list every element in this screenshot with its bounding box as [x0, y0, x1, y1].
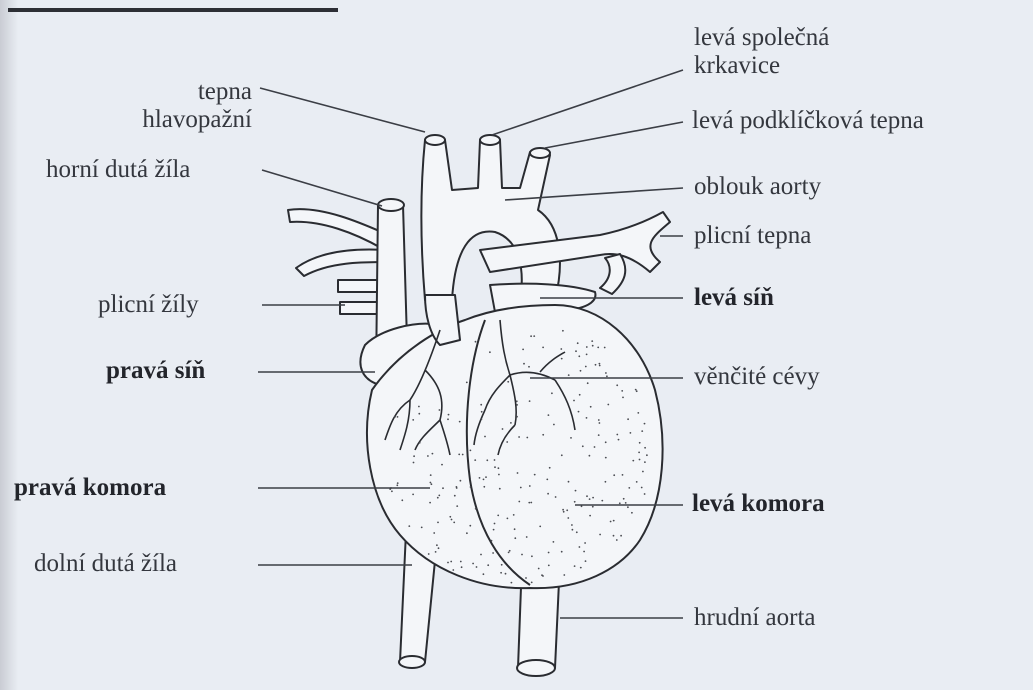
label-tepna-hlavopazni-line2: hlavopažní	[120, 106, 252, 134]
label-prava-komora: pravá komora	[14, 474, 166, 502]
ivc-opening	[399, 656, 425, 668]
label-oblouk-aorty: oblouk aorty	[694, 173, 821, 201]
left-subclavian-opening	[530, 148, 550, 158]
leader-tepna-hlavopazni	[260, 88, 425, 132]
pulmonary-vein-shape	[340, 302, 382, 314]
label-vencite-cevy: věnčité cévy	[694, 363, 820, 391]
pulmonary-artery-branch	[600, 254, 625, 294]
label-dolni-duta-zila: dolní dutá žíla	[34, 550, 177, 578]
label-leva-podklickova-tepna: levá podklíčková tepna	[692, 107, 924, 135]
label-plicni-zily: plicní žíly	[98, 291, 199, 319]
label-tepna-hlavopazni-line1: tepna	[120, 78, 252, 106]
label-leva-komora: levá komora	[692, 490, 825, 518]
label-hrudni-aorta: hrudní aorta	[694, 604, 815, 632]
svc-opening	[378, 199, 404, 211]
label-plicni-tepna: plicní tepna	[694, 222, 811, 250]
leader-horni-duta-zila	[262, 170, 382, 206]
left-carotid-opening	[480, 135, 500, 145]
label-horni-duta-zila: horní dutá žíla	[46, 156, 190, 184]
label-prava-sin: pravá síň	[106, 357, 205, 385]
label-leva-spolecna-krkavice-line1: levá společná	[694, 24, 829, 52]
aortic-arch-shape	[421, 140, 560, 300]
leader-leva-spolecna-krkavice	[492, 70, 683, 135]
aorta-opening	[517, 660, 555, 676]
label-leva-spolecna-krkavice-line2: krkavice	[694, 52, 829, 80]
label-tepna-hlavopazni: tepna hlavopažní	[120, 78, 252, 134]
pulmonary-vein-shape	[338, 280, 382, 292]
leader-leva-podklickova-tepna	[545, 122, 683, 148]
brachiocephalic-opening	[425, 135, 445, 145]
label-leva-spolecna-krkavice: levá společná krkavice	[694, 24, 829, 80]
label-leva-sin: levá síň	[694, 284, 774, 312]
